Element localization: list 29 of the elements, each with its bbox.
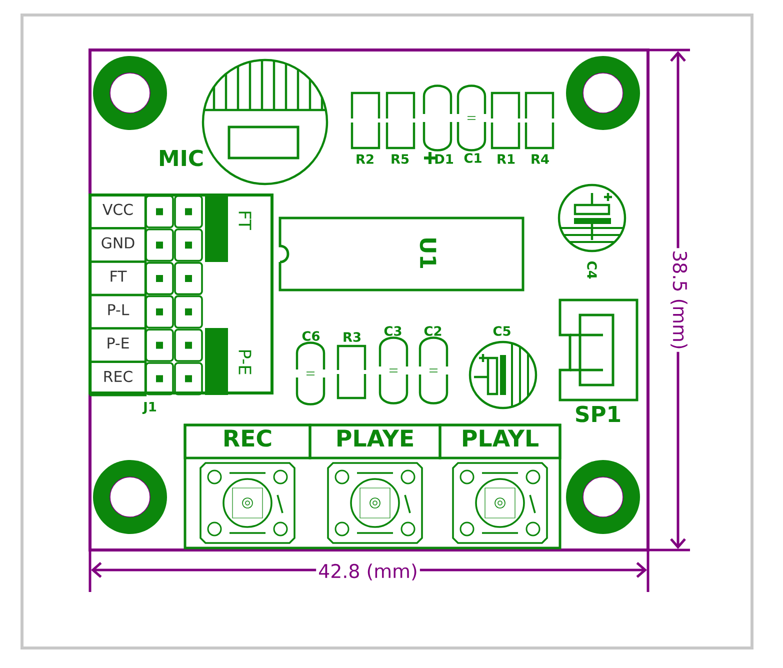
part-label: SP1 xyxy=(576,406,620,422)
pin-label-box: P-L xyxy=(89,294,147,330)
part-label: C6 xyxy=(302,331,320,341)
dimension-text: 42.8 (mm) xyxy=(316,562,420,582)
part-label: C1 xyxy=(464,153,482,163)
pin-label-box: FT xyxy=(89,260,147,296)
part-label: P-E xyxy=(238,350,252,374)
part-label: C2 xyxy=(424,326,442,336)
part-label: J1 xyxy=(142,402,156,414)
part-label: C3 xyxy=(384,326,402,336)
part-label: R1 xyxy=(498,154,515,164)
button-label-box: PLAYL xyxy=(438,424,562,460)
part-label: C5 xyxy=(493,326,510,336)
part-label: R3 xyxy=(344,332,360,342)
pin-label-box: VCC xyxy=(89,194,147,230)
part-label: C4 xyxy=(587,261,597,279)
part-label: FT xyxy=(238,212,252,230)
part-label: U1 xyxy=(420,238,436,268)
pin-label-box: REC xyxy=(89,360,147,396)
part-label: MIC xyxy=(160,150,203,166)
part-label: R5 xyxy=(392,154,409,164)
part-label: R4 xyxy=(532,154,549,164)
button-label-box: REC xyxy=(184,424,312,460)
pin-label-box: GND xyxy=(89,227,147,263)
pin-label-box: P-E xyxy=(89,327,147,363)
dimension-text: 38.5 (mm) xyxy=(668,248,690,352)
button-label-box: PLAYE xyxy=(308,424,442,460)
part-label: R2 xyxy=(356,154,374,164)
part-label: D1 xyxy=(435,154,453,164)
